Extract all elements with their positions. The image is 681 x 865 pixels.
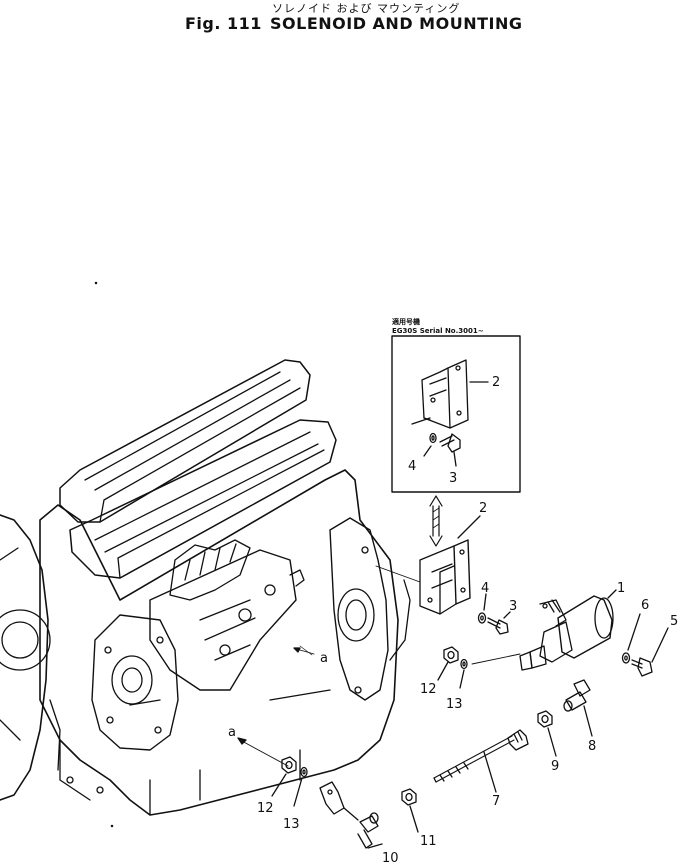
callout-11: 11 [420,834,437,849]
inset-callout-2: 2 [492,375,500,390]
inset-leader-3 [453,451,457,467]
leader-1 [607,589,617,599]
inset-detail: 適用号機 EG30S Serial No.3001~ 2 4 3 [391,317,521,493]
callout-9: 9 [551,759,559,774]
leader-4 [483,593,487,611]
projection-line [375,565,421,583]
speck [110,824,114,828]
inset-frame [391,335,521,493]
leader-13-lower [293,777,303,807]
nut-9-icon [537,710,553,728]
callout-4: 4 [481,581,489,596]
solenoid-bracket [419,539,471,615]
leader-5 [651,627,669,663]
callout-12-lower: 12 [257,801,274,816]
callout-6: 6 [641,598,649,613]
leader-9 [547,727,557,757]
leader-8 [583,705,593,737]
nut-12-upper-icon [443,646,459,664]
leader-7 [483,751,497,793]
lever-plate-icon [319,781,359,821]
inset-washer-icon [429,432,437,444]
callout-13-lower: 13 [283,817,300,832]
reference-arrow-upper [293,645,315,656]
inset-leader-4 [423,445,432,457]
washer-13-lower-icon [300,766,308,778]
japanese-title: ソレノイド および マウンティング [272,2,461,15]
washer-13-upper-icon [460,658,468,670]
threaded-rod-icon [433,729,529,783]
leader-12-upper [437,661,449,681]
ref-a-upper: a [320,651,328,666]
leader-3 [503,611,511,619]
figure-title: SOLENOID AND MOUNTING [270,14,523,33]
inset-bolt-icon [439,433,461,453]
callout-8: 8 [588,739,596,754]
engine-block [0,359,411,816]
reference-arrow-lower [237,737,289,767]
lock-washer-icon [477,612,487,624]
inset-heading: 適用号機 [392,317,420,326]
figure-number: Fig. 111 [185,14,262,33]
callout-7: 7 [492,794,500,809]
inset-callout-3: 3 [449,471,457,486]
callout-2: 2 [479,501,487,516]
inset-bracket-icon [411,359,469,429]
callout-5: 5 [670,614,678,629]
leader-11 [409,805,419,833]
ball-joint-upper-icon [563,679,591,712]
leader-12-lower [271,773,287,797]
solenoid-icon [519,595,614,671]
bolt-5-icon [631,657,653,677]
bolt-icon [487,617,509,635]
nut-11-icon [401,788,417,806]
callout-10: 10 [382,851,399,865]
ref-a-lower: a [228,725,236,740]
washer-6-icon [621,652,631,664]
leader-10 [367,843,383,849]
speck [94,281,98,285]
projection-line-upper [471,653,521,665]
leader-13-upper [459,669,465,689]
figure-header: ソレノイド および マウンティング Fig. 111 SOLENOID AND … [0,0,681,40]
callout-3: 3 [509,599,517,614]
callout-13-upper: 13 [446,697,463,712]
inset-serial-note: EG30S Serial No.3001~ [392,327,484,335]
inset-callout-4: 4 [408,459,416,474]
callout-1: 1 [617,581,625,596]
leader-6 [627,613,641,651]
nut-12-lower-icon [281,756,297,774]
callout-12-upper: 12 [420,682,437,697]
leader-2 [457,515,481,539]
ball-joint-lower-icon [357,812,379,849]
interchange-arrow-icon [429,495,443,547]
